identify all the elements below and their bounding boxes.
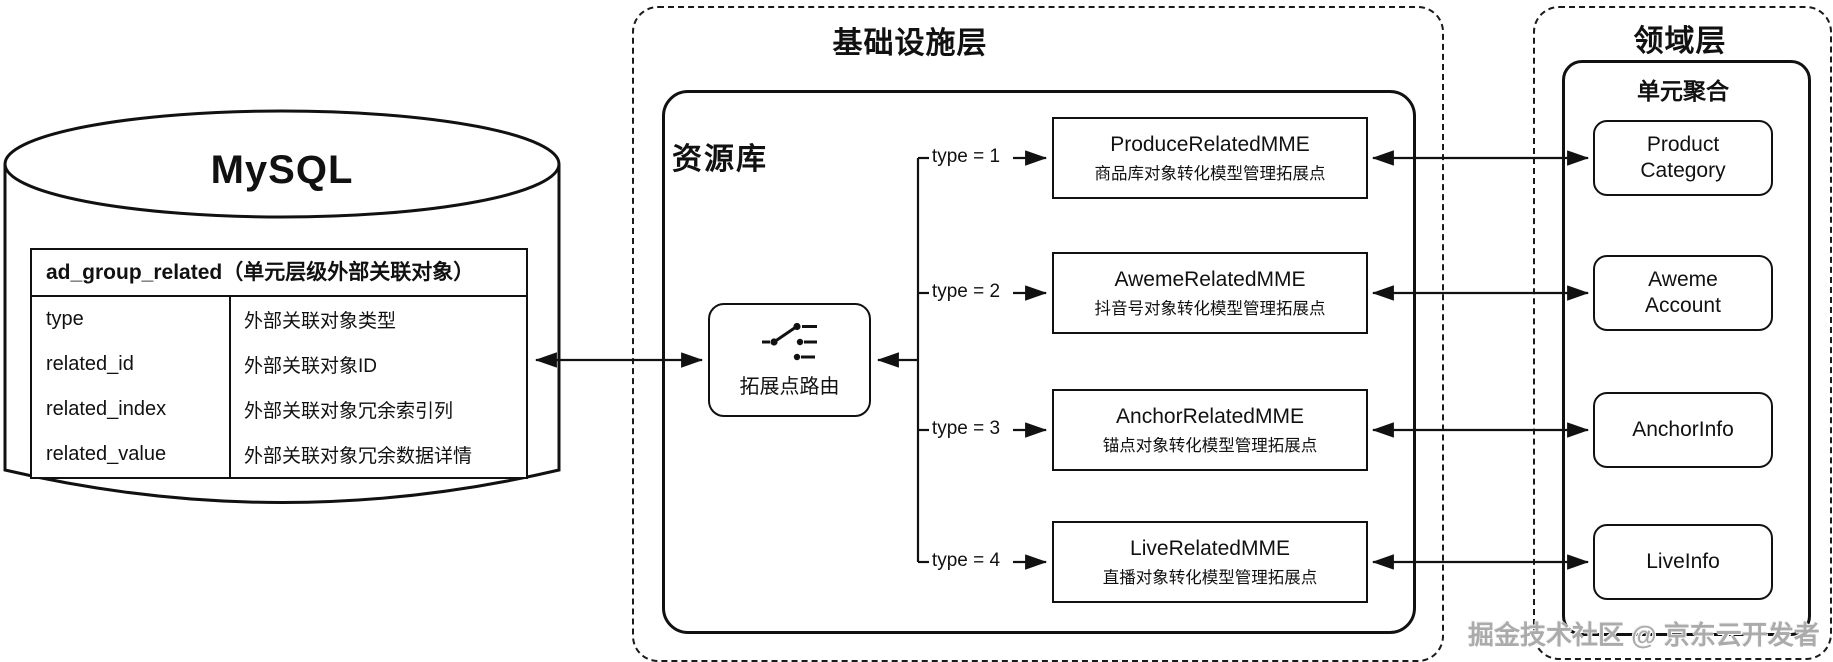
field-desc: 外部关联对象冗余索引列 [244, 401, 454, 422]
field-name: related_id [32, 342, 231, 387]
field-desc: 外部关联对象ID [244, 356, 378, 377]
unit-aggregate-title: 单元聚合 [1637, 78, 1729, 104]
mme-box-live: LiveRelatedMME 直播对象转化模型管理拓展点 [1052, 521, 1368, 603]
domain-layer-container [1533, 6, 1832, 660]
watermark-text: 掘金技术社区 @ 京东云开发者 [1468, 620, 1820, 650]
table-row: related_index 外部关联对象冗余索引列 [32, 387, 526, 432]
domain-layer-title: 领域层 [1633, 25, 1727, 58]
table-row: related_value 外部关联对象冗余数据详情 [32, 432, 526, 477]
field-desc: 外部关联对象冗余数据详情 [244, 446, 473, 467]
mme-box-anchor: AnchorRelatedMME 锚点对象转化模型管理拓展点 [1052, 389, 1368, 471]
mme-desc: 直播对象转化模型管理拓展点 [1102, 568, 1318, 587]
router-label: 拓展点路由 [739, 375, 840, 398]
unit-aggregate-container [1562, 60, 1811, 636]
table-header: ad_group_related（单元层级外部关联对象） [32, 250, 526, 297]
extension-point-router: 拓展点路由 [708, 303, 871, 417]
infrastructure-layer-container [632, 6, 1444, 662]
mme-name: LiveRelatedMME [1130, 536, 1290, 560]
ad-group-related-table: ad_group_related（单元层级外部关联对象） type 外部关联对象… [30, 248, 528, 479]
mme-desc: 锚点对象转化模型管理拓展点 [1102, 436, 1318, 455]
mme-name: AnchorRelatedMME [1116, 404, 1304, 428]
field-name: related_value [32, 432, 231, 477]
entity-box-live-info: LiveInfo [1593, 524, 1773, 600]
mme-desc: 商品库对象转化模型管理拓展点 [1094, 164, 1326, 183]
branch-condition: type = 4 [931, 550, 1001, 571]
entity-box-aweme-account: Aweme Account [1593, 255, 1773, 331]
mysql-title: MySQL [210, 148, 354, 192]
mme-box-produce: ProduceRelatedMME 商品库对象转化模型管理拓展点 [1052, 117, 1368, 199]
repository-title: 资源库 [672, 143, 768, 176]
table-row: related_id 外部关联对象ID [32, 342, 526, 387]
entity-box-product-category: Product Category [1593, 120, 1773, 196]
branch-condition: type = 3 [931, 418, 1001, 439]
mme-desc: 抖音号对象转化模型管理拓展点 [1094, 299, 1326, 318]
switch-icon [761, 322, 817, 360]
entity-box-anchor-info: AnchorInfo [1593, 392, 1773, 468]
mme-name: AwemeRelatedMME [1114, 267, 1306, 291]
infrastructure-layer-title: 基础设施层 [832, 27, 988, 60]
field-name: type [32, 297, 231, 342]
branch-condition: type = 2 [931, 281, 1001, 302]
field-name: related_index [32, 387, 231, 432]
mme-box-aweme: AwemeRelatedMME 抖音号对象转化模型管理拓展点 [1052, 252, 1368, 334]
mme-name: ProduceRelatedMME [1110, 132, 1310, 156]
table-row: type 外部关联对象类型 [32, 297, 526, 342]
field-desc: 外部关联对象类型 [244, 311, 397, 332]
branch-condition: type = 1 [931, 146, 1001, 167]
